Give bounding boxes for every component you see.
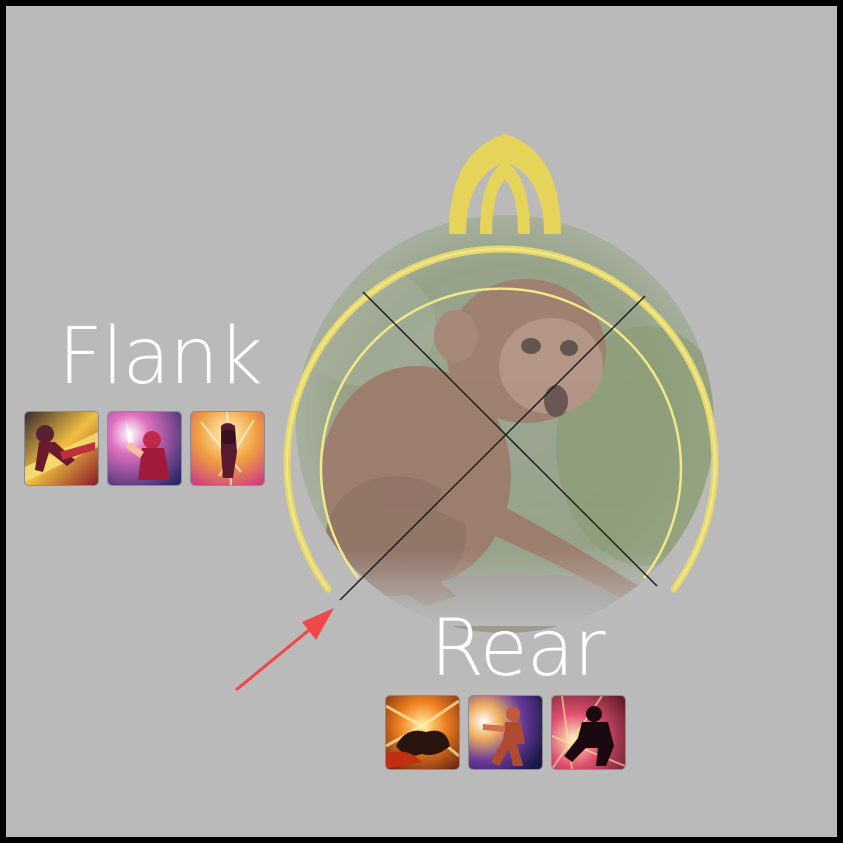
target-diagram <box>235 134 719 692</box>
rear-label: Rear <box>430 604 606 694</box>
rear-skill-row <box>386 696 625 769</box>
facing-indicator <box>449 134 561 234</box>
flank-label: Flank <box>58 312 263 402</box>
fist-burst-skill-icon[interactable] <box>386 696 459 769</box>
energy-punch-skill-icon[interactable] <box>469 696 542 769</box>
flying-kick-skill-icon[interactable] <box>25 412 98 485</box>
red-arrow-icon <box>235 608 334 692</box>
palm-strike-skill-icon[interactable] <box>108 412 181 485</box>
game-stage: Flank <box>6 6 837 837</box>
inner-target-ring <box>319 287 683 579</box>
rising-fist-skill-icon[interactable] <box>191 412 264 485</box>
flank-skill-row <box>25 412 264 485</box>
shadow-strike-skill-icon[interactable] <box>552 696 625 769</box>
diagonal-line <box>339 295 646 601</box>
diagonal-line <box>362 291 658 587</box>
